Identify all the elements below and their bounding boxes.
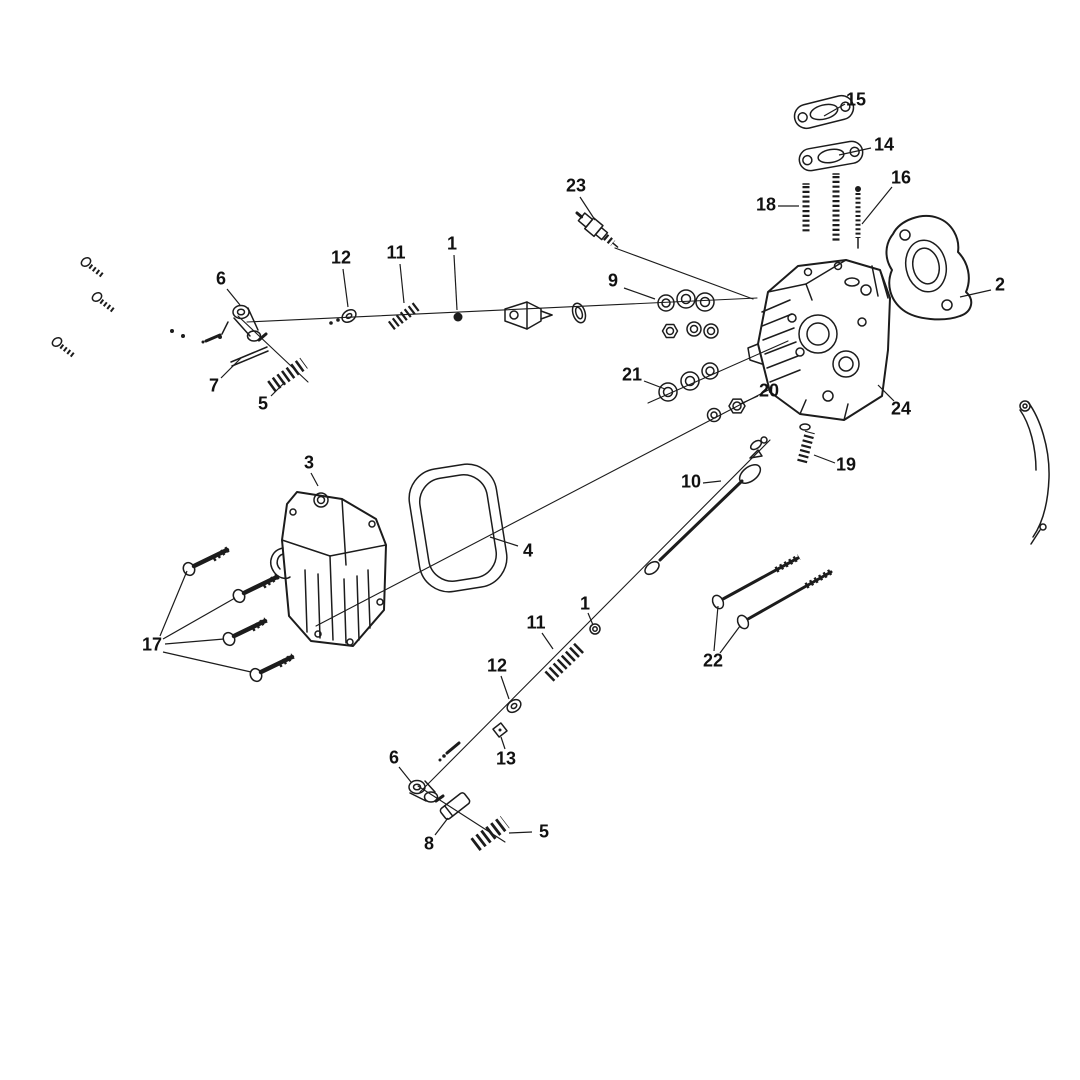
adjuster-body <box>504 301 553 330</box>
part-number-1: 1 <box>579 593 591 614</box>
leader-line <box>500 675 510 700</box>
leader-line <box>500 736 506 750</box>
cover-gasket <box>408 463 508 593</box>
leader-line <box>739 395 759 405</box>
leader-line <box>399 263 405 304</box>
valve-spring-right <box>749 423 815 464</box>
part-number-8: 8 <box>423 833 435 854</box>
spring-washers <box>658 362 719 402</box>
small-screws <box>51 257 222 358</box>
head-bolts <box>711 554 834 630</box>
valve-nut <box>706 398 746 423</box>
leader-line <box>159 570 188 637</box>
part-number-20: 20 <box>758 380 780 401</box>
leader-line <box>959 289 992 298</box>
part-number-2: 2 <box>994 274 1006 295</box>
part-number-15: 15 <box>845 89 867 110</box>
leader-line <box>489 536 519 547</box>
part-number-24: 24 <box>890 398 912 419</box>
leader-line <box>162 651 252 673</box>
part-number-19: 19 <box>835 454 857 475</box>
leader-line <box>713 605 719 652</box>
part-number-18: 18 <box>755 194 777 215</box>
part-number-7: 7 <box>208 375 220 396</box>
spark-plug <box>575 211 619 248</box>
exhaust-gasket <box>793 94 855 130</box>
small-spring-upper <box>387 302 421 330</box>
part-number-17: 17 <box>141 634 163 655</box>
part-number-21: 21 <box>621 364 643 385</box>
o-ring <box>571 302 587 324</box>
bushing <box>439 792 471 820</box>
leader-line <box>541 632 554 650</box>
leader-line <box>164 638 225 645</box>
part-number-22: 22 <box>702 650 724 671</box>
part-number-23: 23 <box>565 175 587 196</box>
part-number-16: 16 <box>890 167 912 188</box>
leader-line <box>270 381 286 397</box>
part-number-1: 1 <box>446 233 458 254</box>
leader-line <box>342 268 349 308</box>
part-number-10: 10 <box>680 471 702 492</box>
valve-spring-upper <box>267 357 308 393</box>
leader-line <box>453 254 458 311</box>
valve-cover <box>270 491 387 647</box>
retainer-ring-lower <box>589 623 601 635</box>
head-studs <box>802 173 840 242</box>
part-number-5: 5 <box>538 821 550 842</box>
small-pin-lower <box>438 741 461 762</box>
leader-line <box>162 597 236 640</box>
leader-line <box>434 817 449 836</box>
leader-line <box>398 766 412 783</box>
rocker-arm-lower <box>408 779 445 803</box>
leader-line <box>508 831 533 834</box>
leader-line <box>310 472 319 487</box>
valve <box>644 464 762 576</box>
leader-line <box>226 288 241 306</box>
valve-spring-lower <box>470 816 510 851</box>
part-number-11: 11 <box>386 242 406 263</box>
part-number-3: 3 <box>303 452 315 473</box>
leader-line <box>719 625 741 654</box>
part-number-6: 6 <box>215 268 227 289</box>
leader-line <box>643 380 666 390</box>
part-number-5: 5 <box>257 393 269 414</box>
leader-line <box>702 480 722 484</box>
leader-line <box>623 287 656 300</box>
part-number-9: 9 <box>607 270 619 291</box>
head-gasket <box>885 215 973 321</box>
leader-line <box>838 147 872 156</box>
part-number-6: 6 <box>388 747 400 768</box>
part-number-4: 4 <box>522 540 534 561</box>
leader-line <box>587 612 594 626</box>
leader-line <box>861 186 893 225</box>
part-number-12: 12 <box>486 655 508 676</box>
part-number-11: 11 <box>526 612 546 633</box>
part-number-13: 13 <box>495 748 517 769</box>
square-key <box>492 722 508 738</box>
part-number-14: 14 <box>873 134 895 155</box>
leader-line <box>220 357 242 379</box>
leader-line <box>823 103 846 117</box>
part-number-12: 12 <box>330 247 352 268</box>
adjacent-view-fragment <box>1019 400 1050 545</box>
ball-upper <box>453 312 463 322</box>
leader-line <box>877 384 895 402</box>
cover-bolts <box>182 546 295 683</box>
small-spring-lower <box>544 642 585 682</box>
rocker-pin <box>230 346 269 367</box>
long-stud <box>855 186 861 249</box>
valve-seal-set <box>657 289 719 339</box>
cylinder-head <box>747 259 891 421</box>
tappet-cap-lower <box>506 698 522 714</box>
rocker-arm-upper <box>218 304 268 342</box>
leader-line <box>579 196 596 221</box>
leader-line <box>813 454 836 464</box>
tappet-cap-upper <box>329 309 357 325</box>
